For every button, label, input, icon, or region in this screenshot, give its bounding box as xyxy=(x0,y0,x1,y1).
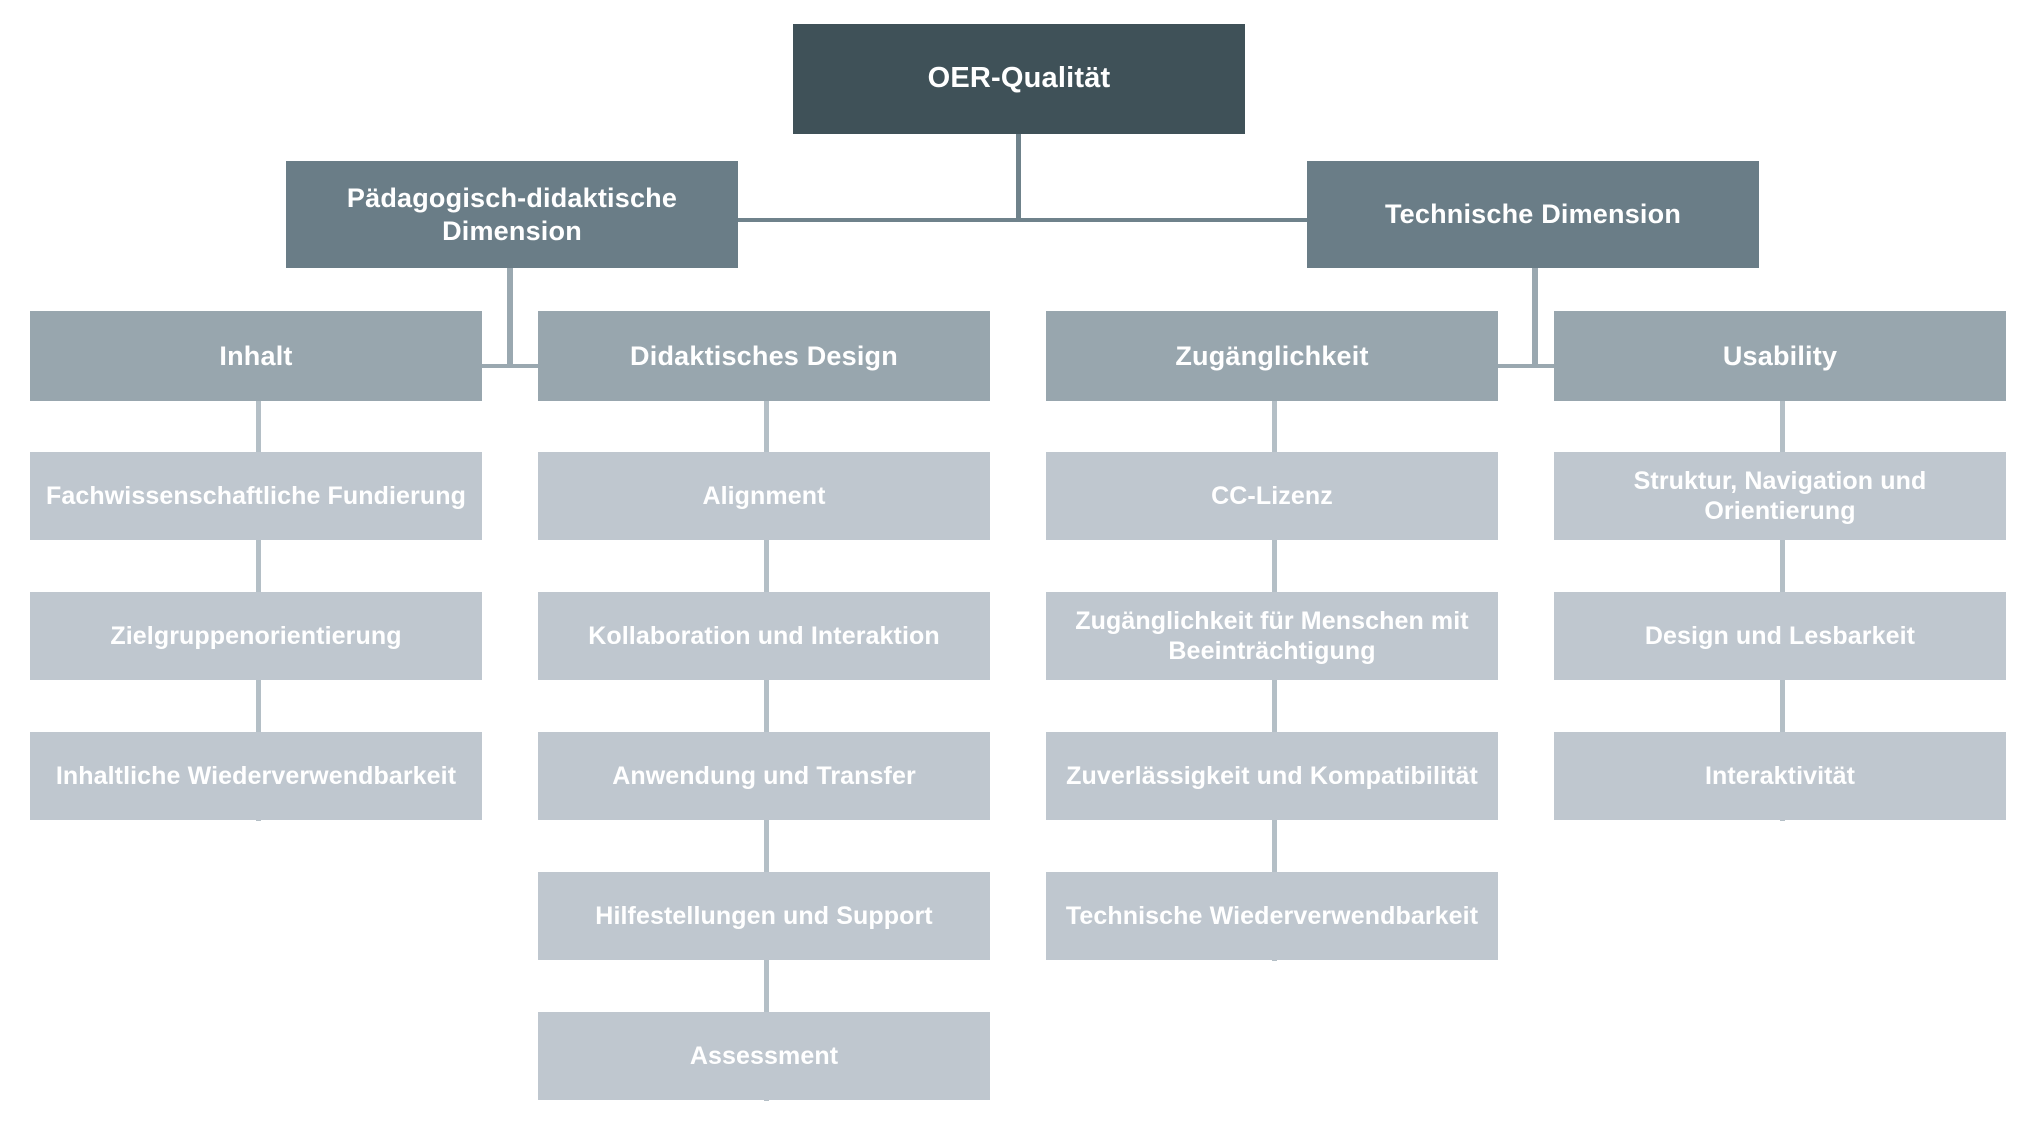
node-criterion-label: Hilfestellungen und Support xyxy=(595,901,933,930)
node-category-zugaenglichkeit[interactable]: Zugänglichkeit xyxy=(1046,311,1498,401)
node-dimension-technische[interactable]: Technische Dimension xyxy=(1307,161,1759,268)
node-criterion-label: Anwendung und Transfer xyxy=(612,761,916,790)
node-criterion-design-und-lesbarkeit[interactable]: Design und Lesbarkeit xyxy=(1554,592,2006,680)
connector-root-stem xyxy=(1016,134,1021,222)
node-criterion-interaktivitaet[interactable]: Interaktivität xyxy=(1554,732,2006,820)
node-category-label: Inhalt xyxy=(219,340,293,371)
node-criterion-label: Inhaltliche Wiederverwendbarkeit xyxy=(55,761,457,790)
node-root-oer-qualitaet[interactable]: OER-Qualität xyxy=(793,24,1245,134)
node-criterion-label: CC-Lizenz xyxy=(1211,481,1333,510)
node-root-label: OER-Qualität xyxy=(927,62,1111,95)
connector-right-dimension-stem xyxy=(1532,268,1538,368)
node-criterion-struktur-navigation-und-orientierung[interactable]: Struktur, Navigation und Orientierung xyxy=(1554,452,2006,540)
connector-dimensions-bar xyxy=(508,218,1324,222)
node-criterion-inhaltliche-wiederverwendbarkeit[interactable]: Inhaltliche Wiederverwendbarkeit xyxy=(30,732,482,820)
node-criterion-kollaboration-und-interaktion[interactable]: Kollaboration und Interaktion xyxy=(538,592,990,680)
node-category-didaktisches-design[interactable]: Didaktisches Design xyxy=(538,311,990,401)
node-category-label: Didaktisches Design xyxy=(630,340,898,371)
connector-right-categories-bar xyxy=(1285,364,1793,368)
connector-left-categories-bar xyxy=(258,364,767,368)
node-dimension-label: Technische Dimension xyxy=(1384,199,1682,230)
node-criterion-label: Zugänglichkeit für Menschen mit Beeinträ… xyxy=(1075,606,1469,666)
node-criterion-label: Design und Lesbarkeit xyxy=(1644,621,1916,650)
node-dimension-label: Pädagogisch-didaktische Dimension xyxy=(346,182,678,246)
node-criterion-alignment[interactable]: Alignment xyxy=(538,452,990,540)
node-criterion-technische-wiederverwendbarkeit[interactable]: Technische Wiederverwendbarkeit xyxy=(1046,872,1498,960)
node-criterion-zielgruppenorientierung[interactable]: Zielgruppenorientierung xyxy=(30,592,482,680)
node-criterion-label: Zuverlässigkeit und Kompatibilität xyxy=(1066,761,1478,790)
connector-left-dimension-stem xyxy=(507,268,513,368)
node-criterion-hilfestellungen-und-support[interactable]: Hilfestellungen und Support xyxy=(538,872,990,960)
node-criterion-label: Technische Wiederverwendbarkeit xyxy=(1065,901,1479,930)
node-criterion-label: Interaktivität xyxy=(1704,761,1856,790)
node-criterion-label: Assessment xyxy=(689,1041,839,1070)
node-category-inhalt[interactable]: Inhalt xyxy=(30,311,482,401)
node-criterion-label: Alignment xyxy=(702,481,826,510)
node-category-label: Usability xyxy=(1722,340,1838,371)
node-category-usability[interactable]: Usability xyxy=(1554,311,2006,401)
node-criterion-assessment[interactable]: Assessment xyxy=(538,1012,990,1100)
node-criterion-zugaenglichkeit-fuer-menschen-mit-beeintraechtigung[interactable]: Zugänglichkeit für Menschen mit Beeinträ… xyxy=(1046,592,1498,680)
connector-column-zugaenglichkeit xyxy=(1272,401,1277,961)
node-category-label: Zugänglichkeit xyxy=(1175,340,1369,371)
node-criterion-fachwissenschaftliche-fundierung[interactable]: Fachwissenschaftliche Fundierung xyxy=(30,452,482,540)
node-criterion-cc-lizenz[interactable]: CC-Lizenz xyxy=(1046,452,1498,540)
node-criterion-label: Fachwissenschaftliche Fundierung xyxy=(46,481,466,510)
node-criterion-label: Struktur, Navigation und Orientierung xyxy=(1633,466,1927,526)
node-criterion-anwendung-und-transfer[interactable]: Anwendung und Transfer xyxy=(538,732,990,820)
node-criterion-label: Zielgruppenorientierung xyxy=(110,621,402,650)
node-criterion-label: Kollaboration und Interaktion xyxy=(588,621,940,650)
node-criterion-zuverlaessigkeit-und-kompatibilitaet[interactable]: Zuverlässigkeit und Kompatibilität xyxy=(1046,732,1498,820)
node-dimension-paedagogisch-didaktische[interactable]: Pädagogisch-didaktische Dimension xyxy=(286,161,738,268)
